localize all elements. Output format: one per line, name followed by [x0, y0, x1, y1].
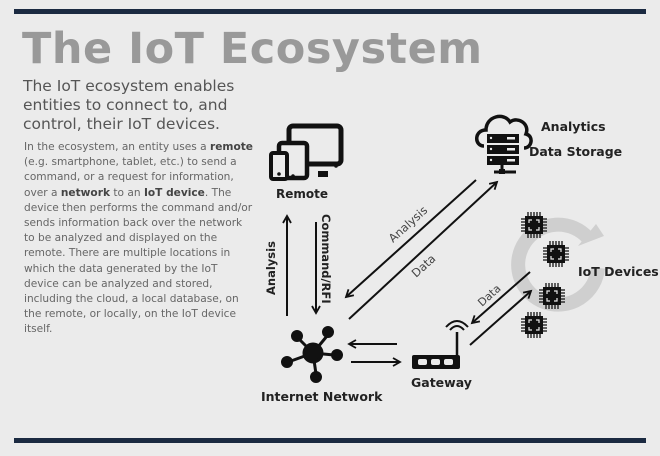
body-bold-iot-device: IoT device [143, 186, 205, 199]
iot-devices-label: IoT Devices [578, 264, 659, 279]
chip-icon [521, 212, 547, 238]
network-to-cloud-arrow [348, 180, 499, 320]
router-icon [412, 320, 469, 369]
analysis-label-diagonal: Analysis [386, 203, 431, 245]
top-accent-bar [14, 9, 646, 14]
command-rfi-label: Command/RFI [319, 214, 333, 304]
body-bold-remote: remote [210, 141, 253, 153]
chip-icon [543, 241, 569, 267]
data-storage-label: Data Storage [529, 144, 622, 159]
chip-icon [539, 283, 565, 309]
data-label-diagonal: Data [409, 251, 439, 280]
body-text-part: to an [110, 186, 144, 199]
devices-icon [269, 123, 344, 181]
body-text: In the ecosystem, an entity uses a remot… [24, 140, 254, 338]
bottom-accent-bar [14, 438, 646, 443]
body-text-part: . The device then performs the command a… [24, 186, 253, 336]
cloud-to-network-arrow [344, 179, 477, 299]
internet-network-label: Internet Network [261, 389, 383, 404]
body-text-part: (e.g. smartphone, tablet, etc.) to send … [24, 156, 237, 199]
network-hub-icon [281, 326, 343, 383]
cloud-server-icon [475, 114, 533, 174]
gateway-label: Gateway [411, 375, 472, 390]
gateway-to-iot-arrow [469, 289, 533, 346]
body-bold-network: network [60, 186, 110, 199]
iot-to-gateway-arrow [470, 271, 531, 325]
remote-label: Remote [276, 187, 328, 201]
cycle-arrow-icon [511, 217, 605, 312]
analysis-label-vertical: Analysis [264, 241, 278, 295]
page-title: The IoT Ecosystem [22, 24, 483, 74]
chip-icon [521, 312, 547, 338]
data-label-gateway-iot: Data [475, 282, 503, 309]
body-text-part: In the ecosystem, an entity uses a [24, 141, 211, 153]
lead-text: The IoT ecosystem enables entities to co… [23, 77, 235, 133]
analytics-label: Analytics [541, 119, 606, 134]
